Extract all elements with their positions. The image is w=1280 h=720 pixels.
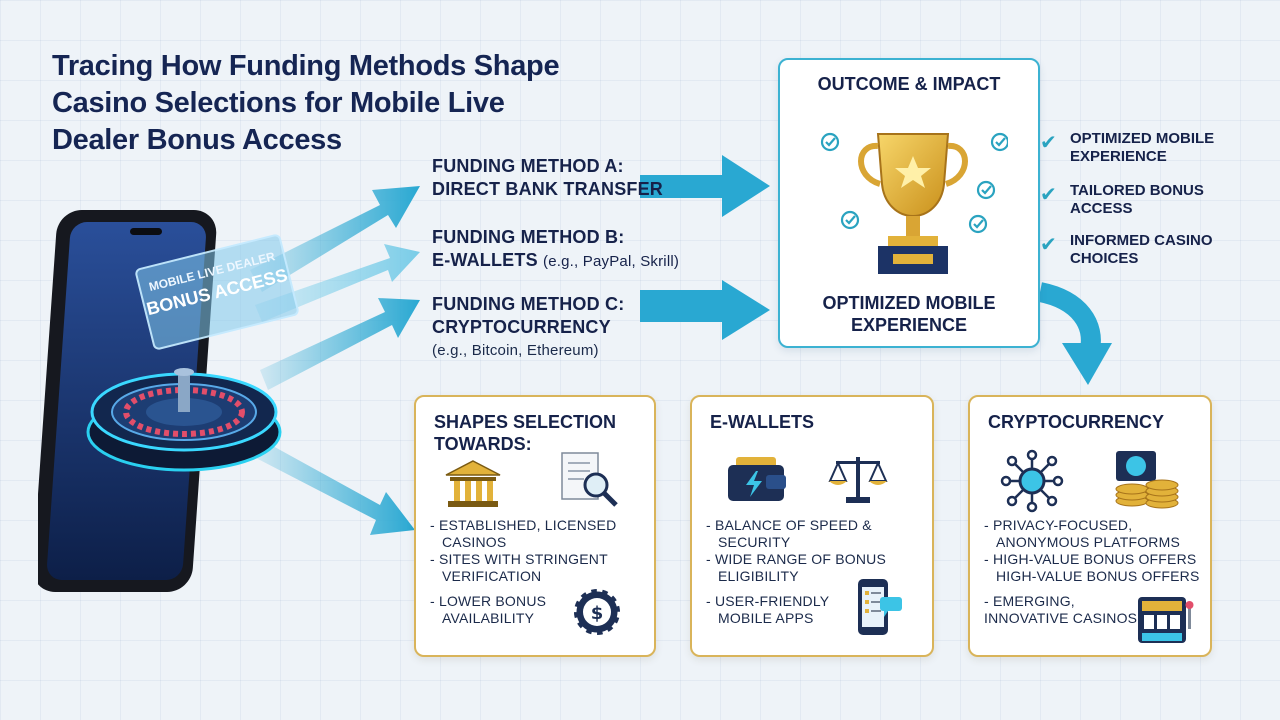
blockchain-network-icon [1000,449,1064,513]
check-icon: ✔ [1040,132,1057,154]
outcome-bullet-1-line-2: EXPERIENCE [1070,148,1167,165]
ewallet-card-line: SECURITY [718,534,791,550]
funding-method-c: FUNDING METHOD C: CRYPTOCURRENCY (e.g., … [432,293,624,362]
crypto-card-line: - EMERGING, [984,593,1075,609]
funding-method-a: FUNDING METHOD A: DIRECT BANK TRANSFER [432,155,663,201]
arrow-phone-to-cards [256,440,415,535]
bank-card-title: SHAPES SELECTION TOWARDS: [434,411,616,455]
bank-card-line: VERIFICATION [442,568,542,584]
crypto-card-title: CRYPTOCURRENCY [988,412,1165,432]
ewallet-card-line: MOBILE APPS [718,610,814,626]
ewallet-card-line: - USER-FRIENDLY [706,593,830,609]
funding-method-b-line: E-WALLETS (e.g., PayPal, Skrill) [432,249,679,273]
funding-method-b-examples: (e.g., PayPal, Skrill) [543,253,680,270]
funding-method-c-name: CRYPTOCURRENCY [432,317,611,337]
outcome-subtitle-line-1: OPTIMIZED MOBILE [822,293,996,313]
bank-card-title-line-1: SHAPES SELECTION [434,412,617,432]
title-line-1: Tracing How Funding Methods Shape [52,50,560,82]
crypto-card-line: HIGH-VALUE BONUS OFFERS [996,568,1200,584]
arrow-method-c-to-outcome [640,280,770,340]
funding-method-c-heading: FUNDING METHOD C: [432,294,625,314]
outcome-bullet: ✔ OPTIMIZED MOBILE EXPERIENCE [1040,130,1214,166]
outcome-bullet: ✔ TAILORED BONUS ACCESS [1040,182,1204,218]
arrow-phone-to-method-a [250,186,420,292]
arrow-method-a-to-outcome [640,155,770,217]
outcome-impact-box: OUTCOME & IMPACT OPTIMIZED MOBILE EXPERI… [778,58,1040,348]
crypto-card-line: - PRIVACY-FOCUSED, [984,517,1133,533]
wallet-icon [728,457,786,501]
ewallet-card-line: - WIDE RANGE OF BONUS [706,551,886,567]
funding-method-a-heading: FUNDING METHOD A: [432,156,624,176]
ewallet-card-line: ELIGIBILITY [718,568,799,584]
funding-method-c-examples: (e.g., Bitcoin, Ethereum) [432,342,599,359]
trophy-icon [820,132,1008,274]
funding-method-b-name: E-WALLETS [432,250,538,270]
outcome-bullet-1-line-1: OPTIMIZED MOBILE [1070,130,1215,147]
funding-method-b-heading: FUNDING METHOD B: [432,227,625,247]
bank-card-title-line-2: TOWARDS: [434,434,532,454]
title-line-2: Casino Selections for Mobile Live [52,87,505,119]
outcome-bullet-3-line-2: CHOICES [1070,250,1139,267]
crypto-card-line: - HIGH-VALUE BONUS OFFERS [984,551,1197,567]
balance-scale-icon [828,457,888,503]
outcome-subtitle: OPTIMIZED MOBILE EXPERIENCE [780,292,1038,336]
outcome-subtitle-line-2: EXPERIENCE [850,315,968,335]
bank-card-line: - SITES WITH STRINGENT [430,551,608,567]
crypto-card-line: INNOVATIVE CASINOS [984,610,1138,626]
bank-icon [445,460,501,507]
ewallet-card: E-WALLETS - BALANCE OF SPEED & SECURITY … [690,395,934,657]
arrow-outcome-to-crypto [1037,282,1101,352]
check-icon [820,132,1008,234]
ewallet-card-line: - BALANCE OF SPEED & [706,517,872,533]
outcome-bullet-2-line-2: ACCESS [1070,200,1133,217]
bank-transfer-card: SHAPES SELECTION TOWARDS: - ESTABLISHED,… [414,395,656,657]
bank-card-line: - LOWER BONUS [430,593,547,609]
coin-stack-icon [1115,451,1179,509]
crypto-card-line: ANONYMOUS PLATFORMS [996,534,1181,550]
mobile-app-icon [858,579,902,635]
bank-card-line: - ESTABLISHED, LICENSED [430,517,617,533]
roulette-wheel-icon [84,352,284,482]
funding-method-a-name: DIRECT BANK TRANSFER [432,179,663,199]
casino-chip-icon: $ [572,587,622,637]
bank-card-line: CASINOS [442,534,507,550]
outcome-bullet-2-line-1: TAILORED BONUS [1070,182,1204,199]
document-search-icon [561,452,618,507]
outcome-bullet: ✔ INFORMED CASINO CHOICES [1040,232,1213,268]
outcome-bullet-3-line-1: INFORMED CASINO [1070,232,1213,249]
outcome-title: OUTCOME & IMPACT [817,74,1001,94]
crypto-card: CRYPTOCURRENCY [968,395,1212,657]
check-icon: ✔ [1040,234,1057,256]
funding-method-b: FUNDING METHOD B: E-WALLETS (e.g., PayPa… [432,226,679,273]
bank-card-line: AVAILABILITY [442,610,535,626]
slot-machine-icon [1138,597,1194,643]
diagram-title: Tracing How Funding Methods Shape Casino… [52,48,612,159]
title-line-3: Dealer Bonus Access [52,124,342,156]
arrow-phone-to-method-c [260,298,420,390]
check-icon: ✔ [1040,184,1057,206]
ewallet-card-title: E-WALLETS [710,412,814,432]
svg-text:$: $ [591,603,604,624]
